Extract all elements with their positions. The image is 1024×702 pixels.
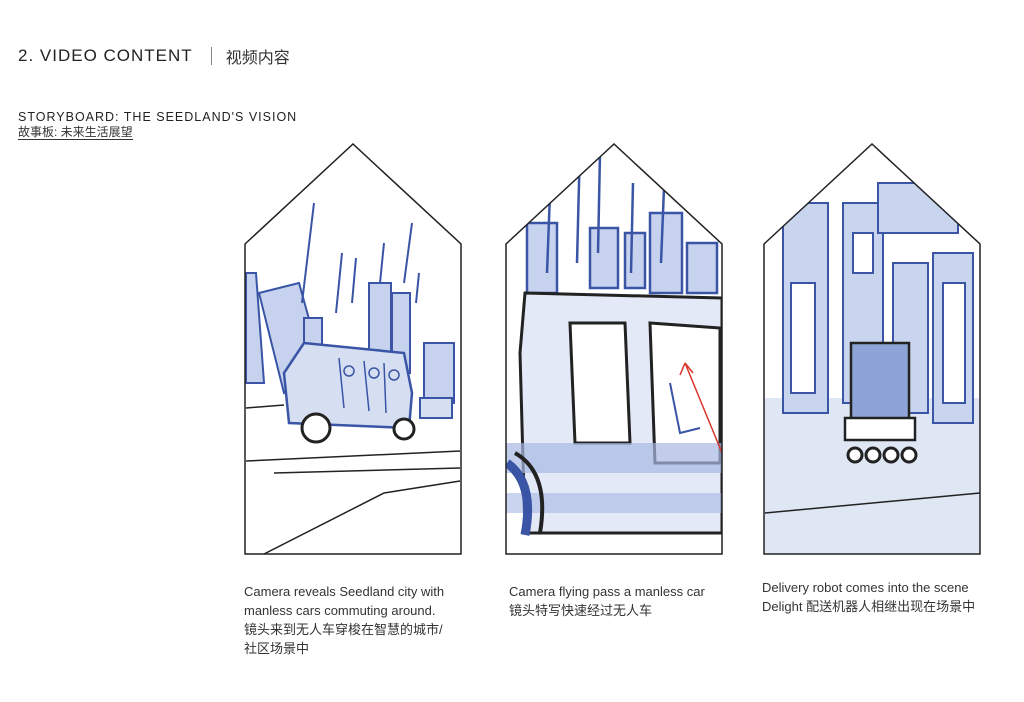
sketch-delivery-robot	[763, 143, 981, 555]
caption-line: 社区场景中	[244, 641, 310, 656]
storyboard-panel-2	[505, 143, 723, 555]
panel-1-caption: Camera reveals Seedland city with manles…	[244, 582, 444, 658]
sketch-manless-car	[505, 143, 723, 555]
storyboard-subtitle: 故事板: 未来生活展望	[18, 125, 133, 140]
panel-3-caption: Delivery robot comes into the scene Deli…	[762, 578, 975, 616]
sketch-city-street	[244, 143, 462, 555]
caption-line: 镜头特写快速经过无人车	[509, 603, 653, 618]
caption-line: Camera reveals Seedland city with	[244, 584, 445, 599]
storyboard-panel-3	[763, 143, 981, 555]
header-divider	[210, 47, 212, 65]
storyboard-panel-1	[244, 143, 462, 555]
caption-line: manless cars commuting around.	[244, 603, 436, 618]
storyboard-title: STORYBOARD: THE SEEDLAND'S VISION	[18, 110, 298, 124]
caption-line: 镜头来到无人车穿梭在智慧的城市/	[244, 622, 443, 637]
section-header: 2. VIDEO CONTENT 视频内容	[18, 44, 290, 68]
caption-line: Delivery robot comes into the scene	[762, 580, 969, 595]
section-title: 2. VIDEO CONTENT	[18, 46, 193, 65]
caption-line: Camera flying pass a manless car	[509, 584, 705, 599]
panel-2-caption: Camera flying pass a manless car 镜头特写快速经…	[509, 582, 705, 620]
section-subtitle: 视频内容	[225, 50, 290, 67]
caption-line: Delight 配送机器人相继出现在场景中	[762, 599, 976, 614]
